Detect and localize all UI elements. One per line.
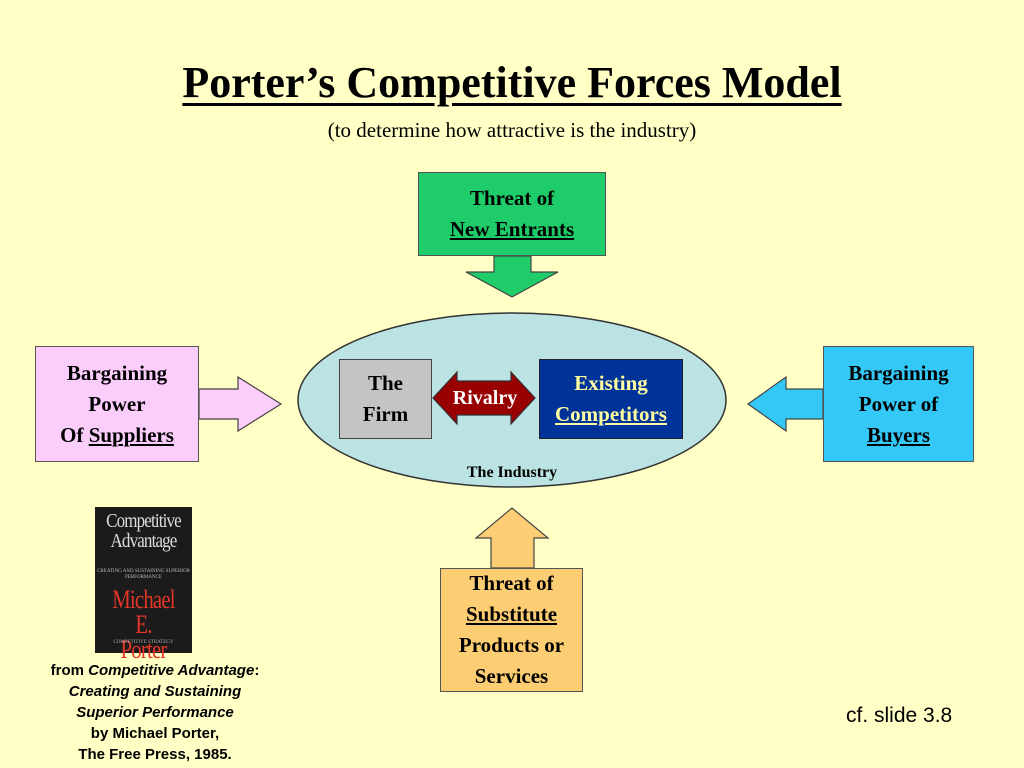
substitutes-line1: Threat of (469, 571, 554, 595)
rivalry-arrow (432, 370, 536, 426)
new-entrants-line2: New Entrants (449, 217, 575, 241)
book-tagline: CREATING AND SUSTAINING SUPERIOR PERFORM… (97, 569, 190, 580)
book-title-line2: Advantage (110, 530, 177, 552)
credit-colon: : (254, 662, 260, 679)
suppliers-line1: Bargaining (66, 360, 168, 385)
substitutes-line4: Services (474, 664, 549, 688)
competitors-line1: Existing (574, 371, 648, 395)
firm-box: The Firm (339, 359, 432, 439)
suppliers-arrow (198, 375, 283, 433)
book-author-line1: Michael E. (112, 585, 175, 639)
new-entrants-line1: Threat of (469, 186, 555, 210)
buyers-line2: Power of (858, 391, 939, 416)
suppliers-box: Bargaining Power Of Suppliers (35, 346, 199, 462)
new-entrants-box: Threat of New Entrants (418, 172, 606, 256)
competitors-box: Existing Competitors (539, 359, 683, 439)
suppliers-line2: Power (88, 391, 146, 416)
credit-line4: by Michael Porter, (90, 725, 220, 742)
buyers-line1: Bargaining (848, 360, 949, 385)
buyers-box: Bargaining Power of Buyers (823, 346, 974, 462)
suppliers-line3-underlined: Suppliers (88, 422, 174, 447)
credit-line3-text: Superior Performance (76, 704, 234, 721)
suppliers-line3: Of Suppliers (60, 420, 174, 451)
credit-book-title: Competitive Advantage (88, 662, 255, 679)
book-bottom-text: COMPETITIVE STRATEGY (113, 640, 174, 645)
competitors-line2: Competitors (555, 402, 667, 426)
book-credit: from Competitive Advantage: Creating and… (20, 660, 290, 765)
substitutes-box: Threat of Substitute Products or Service… (440, 568, 583, 692)
new-entrants-arrow (465, 255, 559, 298)
firm-line1: The (367, 371, 403, 395)
book-author: Michael E.Porter (105, 585, 183, 664)
book-title-line1: Competitive (106, 510, 182, 532)
substitutes-line3: Products or (458, 633, 565, 657)
firm-line2: Firm (362, 402, 409, 426)
substitutes-arrow (474, 507, 550, 569)
page-title-text: Porter’s Competitive Forces Model (182, 58, 842, 107)
credit-from: from (50, 662, 84, 679)
page-subtitle: (to determine how attractive is the indu… (327, 118, 697, 142)
buyers-arrow (746, 375, 824, 433)
suppliers-line3-prefix: Of (60, 422, 89, 447)
credit-line2-text: Creating and Sustaining (68, 683, 242, 700)
credit-line3: Superior Performance (20, 702, 290, 723)
slide-reference: cf. slide 3.8 (846, 704, 953, 727)
credit-line5: The Free Press, 1985. (78, 746, 232, 763)
page-title: Porter’s Competitive Forces Model (0, 55, 1024, 111)
substitutes-line2: Substitute (465, 602, 558, 626)
buyers-line3: Buyers (867, 422, 930, 447)
credit-line1: from Competitive Advantage: (20, 660, 290, 681)
book-author-line2: Porter (120, 635, 167, 664)
rivalry-label: Rivalry (452, 387, 518, 409)
industry-label: The Industry (466, 464, 558, 481)
credit-line2: Creating and Sustaining (20, 681, 290, 702)
